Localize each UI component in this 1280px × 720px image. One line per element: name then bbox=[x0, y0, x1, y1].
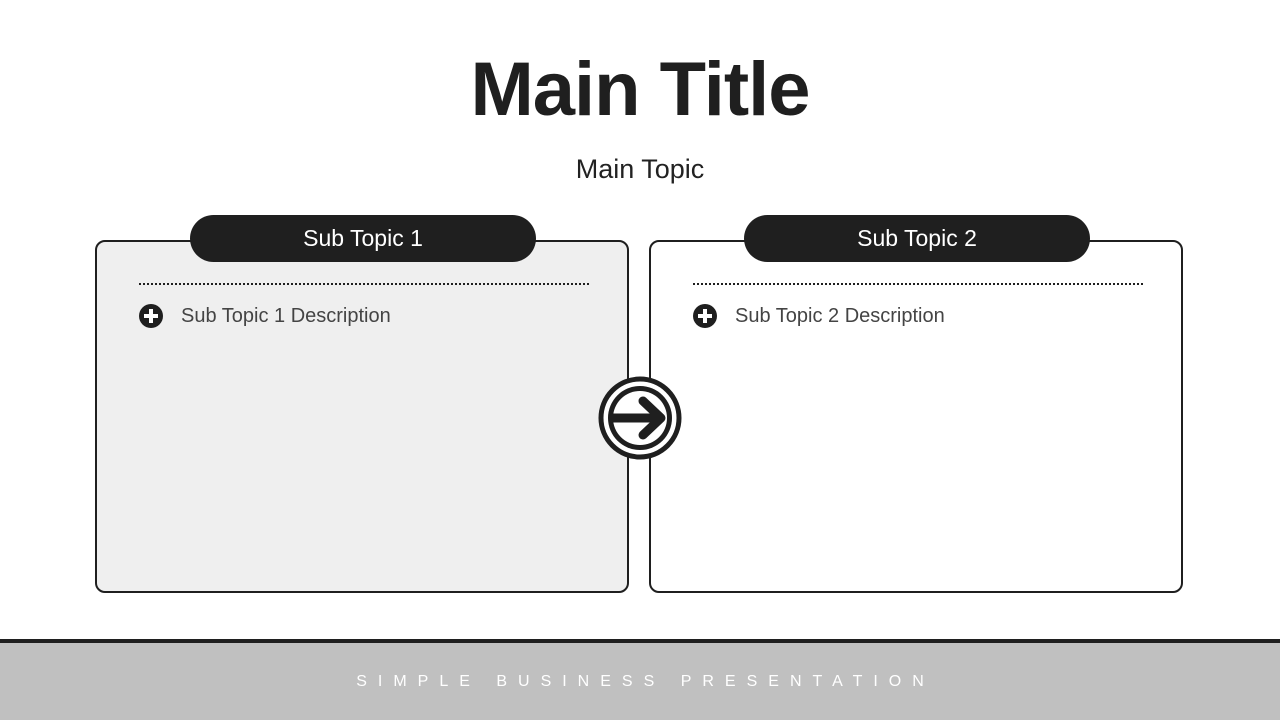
footer-divider bbox=[0, 639, 1280, 643]
sub-topic-2-description-row: Sub Topic 2 Description bbox=[693, 304, 945, 328]
arrow-right-circle-icon bbox=[598, 376, 682, 460]
dotted-divider bbox=[139, 283, 589, 285]
sub-topic-1-description: Sub Topic 1 Description bbox=[181, 305, 391, 327]
sub-topic-2-header: Sub Topic 2 bbox=[744, 215, 1090, 262]
sub-topic-1-description-row: Sub Topic 1 Description bbox=[139, 304, 391, 328]
main-title: Main Title bbox=[470, 47, 810, 132]
sub-topic-1-card: Sub Topic 1 Description bbox=[95, 240, 629, 593]
dotted-divider bbox=[693, 283, 1143, 285]
plus-circle-icon bbox=[693, 304, 717, 328]
footer-bar: SIMPLE BUSINESS PRESENTATION bbox=[0, 643, 1280, 720]
footer-text: SIMPLE BUSINESS PRESENTATION bbox=[356, 673, 935, 690]
sub-topic-1-header: Sub Topic 1 bbox=[190, 215, 536, 262]
main-topic: Main Topic bbox=[575, 154, 705, 184]
sub-topic-2-card: Sub Topic 2 Description bbox=[649, 240, 1183, 593]
plus-circle-icon bbox=[139, 304, 163, 328]
sub-topic-2-description: Sub Topic 2 Description bbox=[735, 305, 945, 327]
